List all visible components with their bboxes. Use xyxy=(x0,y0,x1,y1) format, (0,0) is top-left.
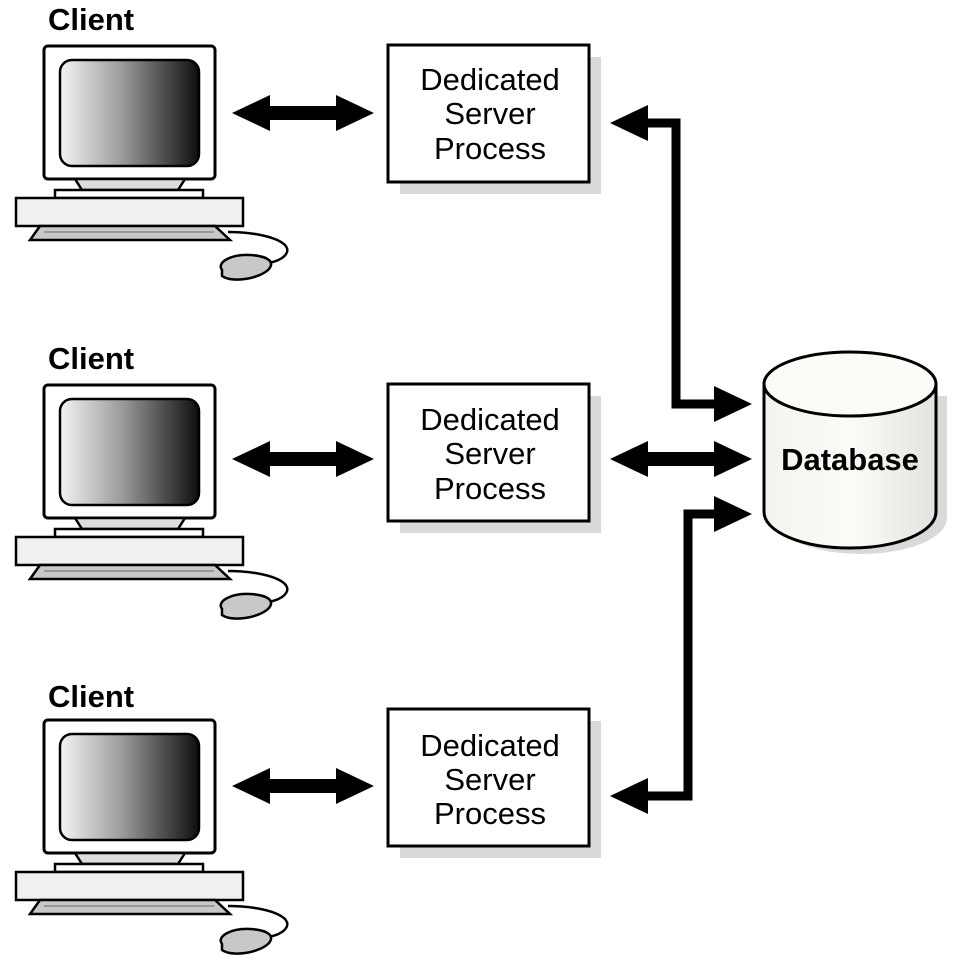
client-group-3: Client xyxy=(14,679,289,955)
client-label-2: Client xyxy=(48,341,134,376)
database-cylinder: Database xyxy=(762,350,947,554)
server-process-box-1: Dedicated Server Process xyxy=(386,43,601,194)
server-process-line-3: Process xyxy=(434,796,546,831)
double-arrow-1 xyxy=(232,95,374,131)
double-arrow-2 xyxy=(232,441,374,477)
client-group-1: Client xyxy=(14,2,289,281)
server-process-line-1: Dedicated xyxy=(420,62,560,97)
client-label-1: Client xyxy=(48,2,134,37)
server-process-line-2: Server xyxy=(444,436,535,471)
server-process-line-3: Process xyxy=(434,131,546,166)
database-label: Database xyxy=(781,442,919,477)
client-server-arrows xyxy=(232,95,374,804)
computer-icon xyxy=(14,44,289,281)
server-database-arrows xyxy=(610,105,752,814)
double-arrow-3 xyxy=(232,768,374,804)
server-process-line-3: Process xyxy=(434,471,546,506)
server-process-line-1: Dedicated xyxy=(420,402,560,437)
computer-icon xyxy=(14,718,289,955)
elbow-arrow-top xyxy=(610,105,752,422)
elbow-arrow-bottom xyxy=(610,496,752,814)
server-process-line-2: Server xyxy=(444,762,535,797)
double-arrow-middle xyxy=(610,441,752,477)
client-group-2: Client xyxy=(14,341,289,620)
server-process-line-2: Server xyxy=(444,96,535,131)
server-process-box-2: Dedicated Server Process xyxy=(386,382,601,533)
server-process-line-1: Dedicated xyxy=(420,728,560,763)
client-label-3: Client xyxy=(48,679,134,714)
server-process-box-3: Dedicated Server Process xyxy=(386,707,601,858)
computer-icon xyxy=(14,383,289,620)
